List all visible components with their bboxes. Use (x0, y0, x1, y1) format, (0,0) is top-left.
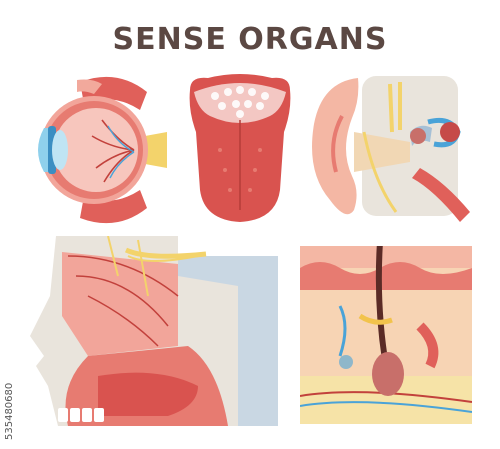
skin-illustration (300, 246, 472, 424)
tongue-illustration (180, 70, 300, 230)
nose-illustration (28, 236, 278, 426)
page-title: SENSE ORGANS (112, 22, 388, 57)
ear-illustration (300, 72, 475, 230)
eye-illustration (22, 70, 167, 230)
image-id-watermark: 535480680 (4, 300, 16, 440)
image-id-text: 535480680 (4, 382, 15, 440)
